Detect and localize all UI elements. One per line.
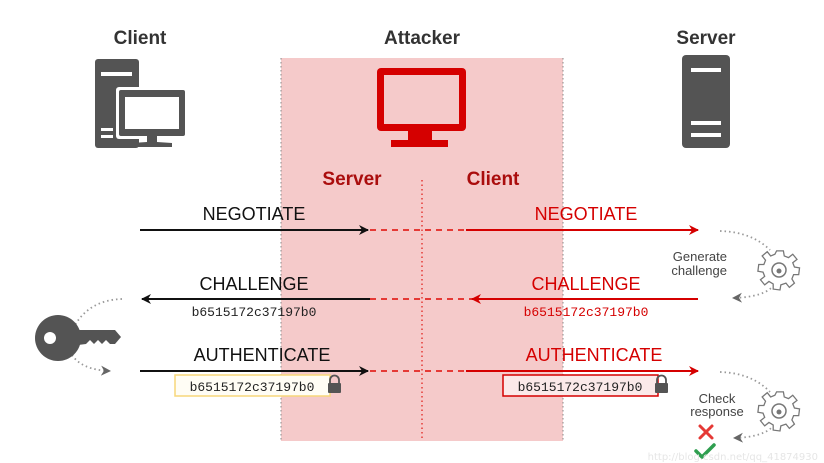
relayed-response-value: b6515172c37197b0 — [518, 380, 643, 395]
negotiate-right-label: NEGOTIATE — [535, 204, 638, 224]
lock-icon — [328, 374, 341, 393]
check-response-note-line2: response — [690, 404, 743, 419]
key-icon — [35, 315, 121, 361]
attacker-client-role-label: Client — [467, 169, 520, 190]
server-header: Server — [676, 28, 736, 49]
challenge-right-label: CHALLENGE — [531, 274, 640, 294]
cross-icon — [698, 424, 714, 440]
authenticate-right-label: AUTHENTICATE — [526, 345, 663, 365]
generate-dotted-loop-bottom — [732, 284, 775, 303]
check-dotted-loop-top — [719, 371, 771, 393]
gear-icon — [757, 391, 801, 432]
client-header: Client — [114, 28, 167, 49]
challenge-left-value: b6515172c37197b0 — [192, 305, 317, 320]
check-response-note-line1: Check — [699, 391, 736, 406]
key-dotted-loop-top — [74, 298, 123, 326]
client-response-value: b6515172c37197b0 — [190, 380, 315, 395]
key-dotted-loop-bottom — [71, 354, 111, 376]
check-dotted-loop-bottom — [733, 424, 775, 443]
watermark: http://blog.csdn.net/qq_41874930 — [648, 452, 818, 463]
desktop-computer-icon — [95, 59, 188, 148]
authenticate-left-label: AUTHENTICATE — [194, 345, 331, 365]
check-icon — [694, 443, 716, 459]
server-tower-icon — [682, 55, 730, 148]
generate-challenge-note-line2: challenge — [671, 263, 727, 278]
attacker-header: Attacker — [384, 28, 461, 49]
attacker-server-role-label: Server — [322, 169, 382, 190]
challenge-right-value: b6515172c37197b0 — [524, 305, 649, 320]
negotiate-left-label: NEGOTIATE — [203, 204, 306, 224]
generate-dotted-loop-top — [719, 230, 771, 251]
monitor-icon — [377, 68, 466, 147]
challenge-left-label: CHALLENGE — [199, 274, 308, 294]
gear-icon — [757, 250, 801, 291]
lock-icon — [655, 374, 668, 393]
generate-challenge-note-line1: Generate — [673, 249, 727, 264]
